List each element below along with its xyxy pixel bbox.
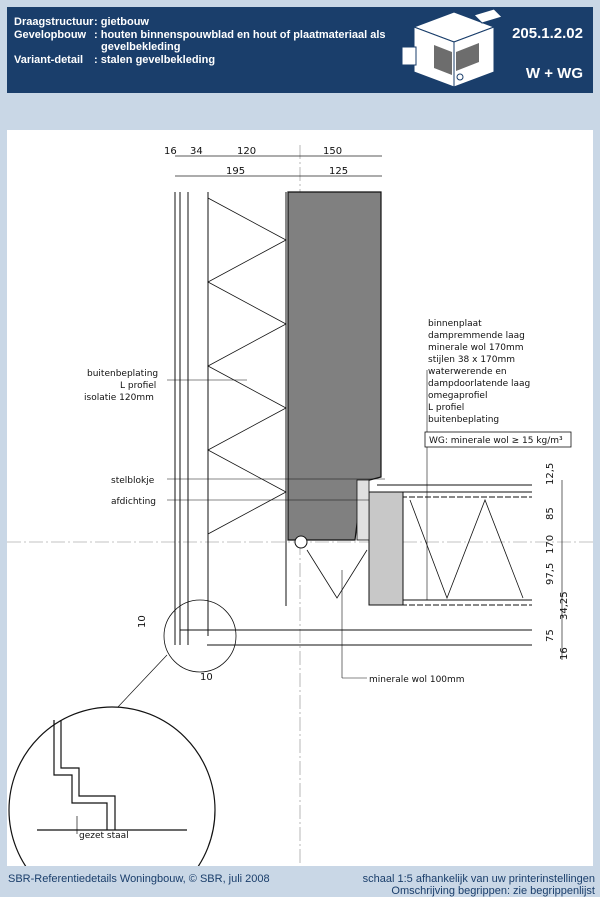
label-stelblokje: stelblokje <box>111 476 155 486</box>
floor-structure <box>180 484 532 646</box>
dim-34: 34 <box>190 146 203 157</box>
label-right-4: waterwerende en <box>428 367 507 377</box>
detail-variant: W + WG <box>525 65 583 82</box>
dim-16: 16 <box>164 146 177 157</box>
mineral-wool-hatch <box>306 549 368 599</box>
label-gezet-staal: gezet staal <box>79 831 129 841</box>
header-value: : houten binnenspouwblad en hout of plaa… <box>94 29 386 41</box>
label-right-6: omegaprofiel <box>428 391 487 401</box>
reference-point-icon <box>294 535 308 549</box>
leader-lines <box>167 370 428 679</box>
callout-leader <box>116 654 168 709</box>
footer-copyright: SBR-Referentiedetails Woningbouw, © SBR,… <box>8 873 270 885</box>
dim-85: 85 <box>545 507 556 520</box>
detail-callout-circle <box>163 599 237 673</box>
dim-75: 75 <box>545 629 556 642</box>
detail-code: 205.1.2.02 <box>512 25 583 42</box>
wg-note-box <box>424 431 572 448</box>
header-row-gevelopbouw-cont: gevelbekleding <box>101 41 180 53</box>
dim-120: 120 <box>237 146 256 157</box>
building-thumbnail-icon <box>401 8 503 88</box>
right-labels: binnenplaat dampremmende laag minerale w… <box>428 319 530 425</box>
dim-16-right: 16 <box>559 647 570 660</box>
label-right-5: dampdoorlatende laag <box>428 379 530 389</box>
header-panel: Draagstructuur: gietbouw Gevelopbouw : ho… <box>7 7 593 93</box>
header-value: : gietbouw <box>94 16 149 28</box>
label-right-8: buitenbeplating <box>428 415 499 425</box>
footer-scale-note: schaal 1:5 afhankelijk van uw printerins… <box>362 873 595 885</box>
footer-glossary-note: Omschrijving begrippen: zie begrippenlij… <box>391 885 595 897</box>
header-label: Gevelopbouw <box>14 29 87 41</box>
construction-detail-drawing: 16 34 120 150 195 125 12,5 85 170 97,5 7… <box>7 130 593 866</box>
label-right-7: L profiel <box>428 403 464 413</box>
dim-10-left: 10 <box>137 615 148 628</box>
label-isolatie: isolatie 120mm <box>84 393 154 403</box>
label-right-1: dampremmende laag <box>428 331 525 341</box>
wg-note: WG: minerale wol ≥ 15 kg/m³ <box>429 436 563 446</box>
label-right-2: minerale wol 170mm <box>428 343 524 353</box>
dimension-lines <box>175 155 563 660</box>
header-label: Variant-detail <box>14 54 84 66</box>
header-row-variant: Variant-detail : stalen gevelbekleding <box>14 54 215 66</box>
timber-stud <box>368 491 404 606</box>
leveling-block <box>356 479 370 541</box>
label-l-profiel: L profiel <box>120 381 156 391</box>
dim-195: 195 <box>226 166 245 177</box>
header-value: gevelbekleding <box>101 41 181 53</box>
dim-12-5: 12,5 <box>545 463 556 485</box>
dim-97-5: 97,5 <box>545 563 556 585</box>
header-value: : stalen gevelbekleding <box>94 54 216 66</box>
dim-170: 170 <box>545 535 556 554</box>
insulation-hatch <box>207 197 287 535</box>
header-row-gevelopbouw: Gevelopbouw : houten binnenspouwblad en h… <box>14 29 386 41</box>
label-afdichting: afdichting <box>111 497 156 507</box>
header-row-draagstructuur: Draagstructuur: gietbouw <box>14 16 149 28</box>
floor-insulation-hatch <box>409 498 524 600</box>
header-label: Draagstructuur <box>14 16 94 28</box>
dim-125: 125 <box>329 166 348 177</box>
outer-cladding <box>174 192 287 645</box>
label-minerale-wol: minerale wol 100mm <box>369 675 465 685</box>
dim-34-25: 34,25 <box>559 591 570 620</box>
label-right-3: stijlen 38 x 170mm <box>428 355 515 365</box>
label-buitenbeplating: buitenbeplating <box>87 369 158 379</box>
label-right-0: binnenplaat <box>428 319 482 329</box>
dimension-texts-top: 16 34 120 150 195 125 <box>164 146 348 177</box>
dim-150: 150 <box>323 146 342 157</box>
dim-10-bottom: 10 <box>200 672 213 683</box>
enlarged-steel-profile <box>37 720 187 831</box>
dimension-texts-right: 12,5 85 170 97,5 75 34,25 16 10 10 <box>137 463 570 683</box>
